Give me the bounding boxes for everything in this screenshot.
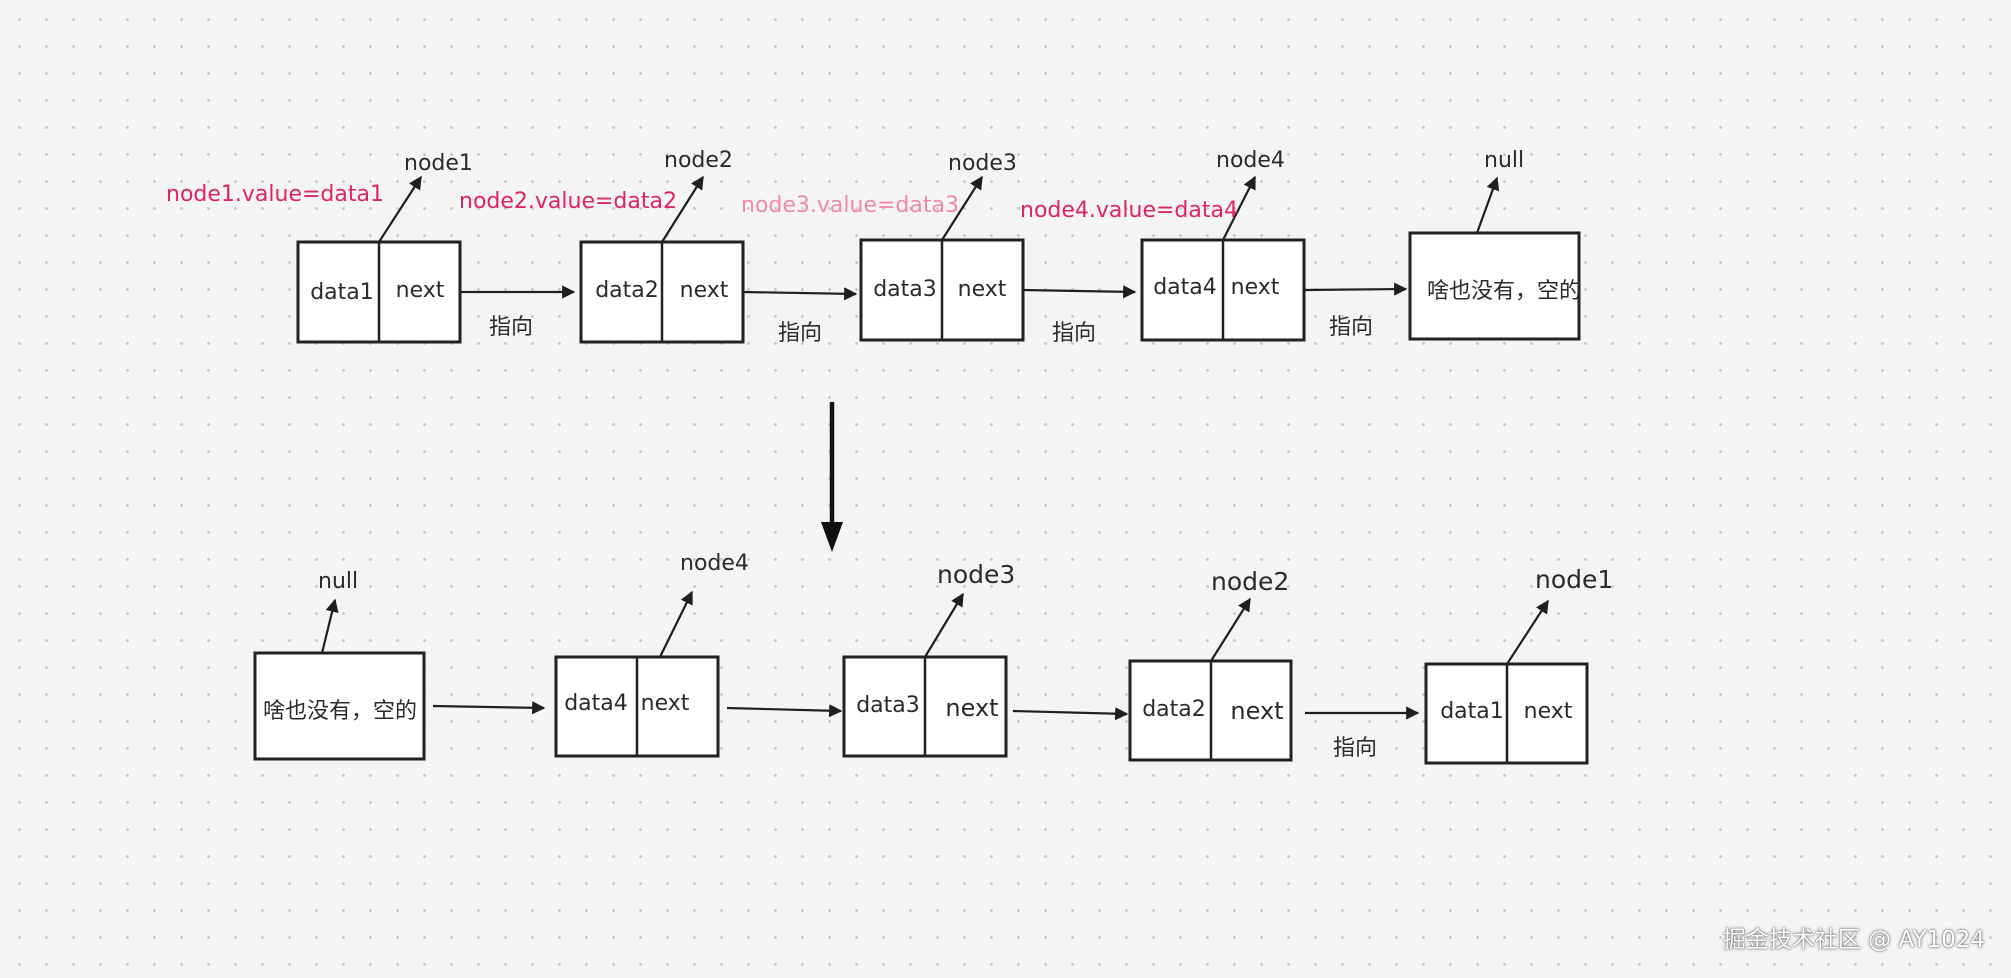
node-next: next xyxy=(641,691,690,716)
link-arrow xyxy=(1012,707,1129,721)
pointer-arrow xyxy=(1475,176,1500,234)
node-label: node2 xyxy=(1211,567,1289,596)
node-data: data2 xyxy=(1142,697,1206,722)
pointer-arrow xyxy=(661,175,704,243)
pointer-arrow xyxy=(659,590,693,658)
value-annotation: node4.value=data4 xyxy=(1020,198,1238,223)
node-data: data2 xyxy=(595,278,659,303)
node-label: node4 xyxy=(1216,148,1285,173)
link-arrow xyxy=(432,701,546,715)
null-label: null xyxy=(318,569,358,594)
node-label: node3 xyxy=(948,151,1017,176)
node-data: data3 xyxy=(856,693,920,718)
value-annotation: node1.value=data1 xyxy=(166,182,384,207)
pointer-arrow xyxy=(320,598,339,654)
link-arrow xyxy=(1303,282,1408,296)
node-next: next xyxy=(945,694,998,722)
node-next: next xyxy=(680,278,729,303)
node-next: next xyxy=(396,278,445,303)
link-arrow xyxy=(726,704,843,718)
node-data: data1 xyxy=(310,280,374,305)
bottom-node-1: data1 next node1 xyxy=(1424,565,1613,765)
link-arrow xyxy=(1022,285,1137,299)
arrow-label: 指向 xyxy=(489,315,533,340)
pointer-arrow xyxy=(1210,597,1251,662)
node-label: node1 xyxy=(1535,565,1613,594)
null-box-text: 啥也没有，空的 xyxy=(263,699,417,724)
arrow-label: 指向 xyxy=(778,321,822,346)
top-row: data1 next node1 node1.value=data1 data2… xyxy=(166,148,1581,346)
node-label: node2 xyxy=(664,148,733,173)
arrow-label: 指向 xyxy=(1333,736,1377,761)
top-node-3: data3 next node3 node3.value=data3 xyxy=(741,151,1025,342)
pointer-arrow xyxy=(1222,175,1256,241)
top-node-1: data1 next node1 node1.value=data1 xyxy=(166,151,473,344)
bottom-node-2: data2 next node2 xyxy=(1128,567,1293,762)
null-box-text: 啥也没有，空的 xyxy=(1427,279,1581,304)
bottom-node-4: data4 next node4 xyxy=(554,551,749,758)
reverse-transform-arrow xyxy=(821,402,843,552)
bottom-null-box: 啥也没有，空的 null xyxy=(253,569,426,761)
top-null-box: 啥也没有，空的 null xyxy=(1408,148,1581,341)
node-label: node3 xyxy=(937,560,1015,589)
node-label: node4 xyxy=(680,551,749,576)
null-box xyxy=(1408,231,1581,341)
node-label: node1 xyxy=(404,151,473,176)
pointer-arrow xyxy=(924,592,964,658)
null-box xyxy=(253,651,426,761)
node-next: next xyxy=(1231,275,1280,300)
pointer-arrow xyxy=(1506,599,1549,665)
node-next: next xyxy=(1524,699,1573,724)
arrow-label: 指向 xyxy=(1052,321,1096,346)
bottom-node-3: data3 next node3 xyxy=(842,560,1015,758)
null-label: null xyxy=(1484,148,1524,173)
bottom-row: 啥也没有，空的 null data4 next node4 data3 next… xyxy=(253,551,1613,765)
watermark: 掘金技术社区 @ AY1024 xyxy=(1722,927,1985,953)
link-arrow xyxy=(742,287,858,301)
value-annotation: node2.value=data2 xyxy=(459,189,677,214)
value-annotation: node3.value=data3 xyxy=(741,193,959,218)
pointer-arrow xyxy=(378,175,422,243)
node-next: next xyxy=(1230,697,1283,725)
top-node-4: data4 next node4 node4.value=data4 xyxy=(1020,148,1306,342)
node-next: next xyxy=(958,277,1007,302)
pointer-arrow xyxy=(941,175,983,241)
arrow-label: 指向 xyxy=(1329,315,1373,340)
node-data: data4 xyxy=(564,691,628,716)
top-node-2: data2 next node2 node2.value=data2 xyxy=(459,148,745,344)
node-data: data4 xyxy=(1153,275,1217,300)
node-data: data1 xyxy=(1440,699,1504,724)
node-data: data3 xyxy=(873,277,937,302)
